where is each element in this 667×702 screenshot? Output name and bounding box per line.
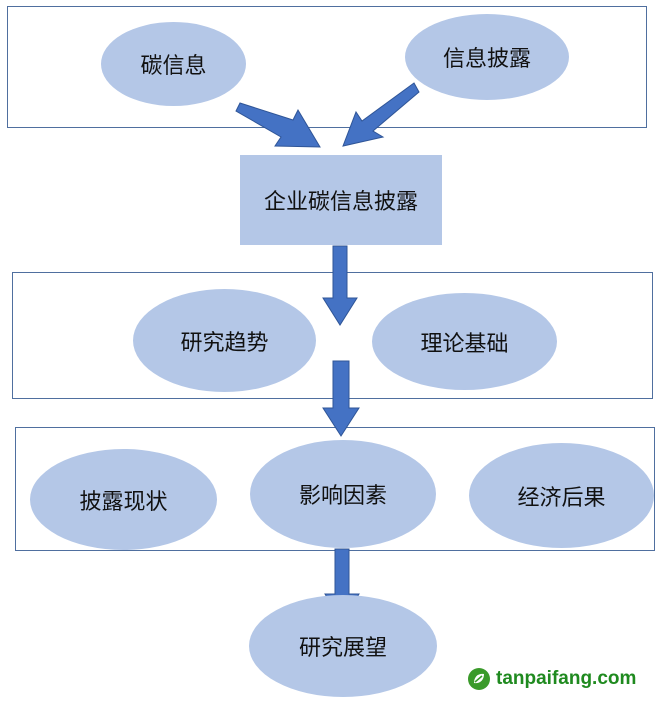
node-economic-consequences: 经济后果	[469, 443, 654, 548]
node-corporate-carbon-disclosure-label: 企业碳信息披露	[263, 190, 418, 215]
node-research-trend-label: 研究趋势	[180, 330, 269, 356]
node-disclosure-status-label: 披露现状	[79, 489, 168, 515]
node-research-outlook: 研究展望	[249, 595, 437, 697]
arrow-row2-down	[322, 360, 360, 437]
node-info-disclosure-label: 信息披露	[442, 47, 531, 72]
arrow-top-left	[235, 102, 321, 148]
watermark-text: tanpaifang.com	[496, 668, 637, 689]
node-carbon-info-label: 碳信息	[140, 54, 207, 79]
node-theoretical-basis: 理论基础	[372, 293, 557, 390]
node-corporate-carbon-disclosure: 企业碳信息披露	[240, 155, 442, 245]
node-carbon-info: 碳信息	[101, 22, 246, 106]
watermark: tanpaifang.com	[468, 668, 636, 690]
leaf-logo-icon	[468, 668, 490, 690]
node-economic-consequences-label: 经济后果	[517, 485, 606, 511]
arrow-top-right	[342, 82, 420, 147]
node-theoretical-basis-label: 理论基础	[420, 331, 509, 357]
arrow-center-down	[322, 245, 358, 326]
node-disclosure-status: 披露现状	[30, 449, 217, 550]
top-group-frame	[7, 6, 647, 128]
node-influencing-factors: 影响因素	[250, 440, 436, 548]
node-research-trend: 研究趋势	[133, 289, 316, 392]
node-influencing-factors-label: 影响因素	[298, 484, 387, 509]
node-info-disclosure: 信息披露	[405, 14, 569, 100]
node-research-outlook-label: 研究展望	[298, 636, 387, 661]
